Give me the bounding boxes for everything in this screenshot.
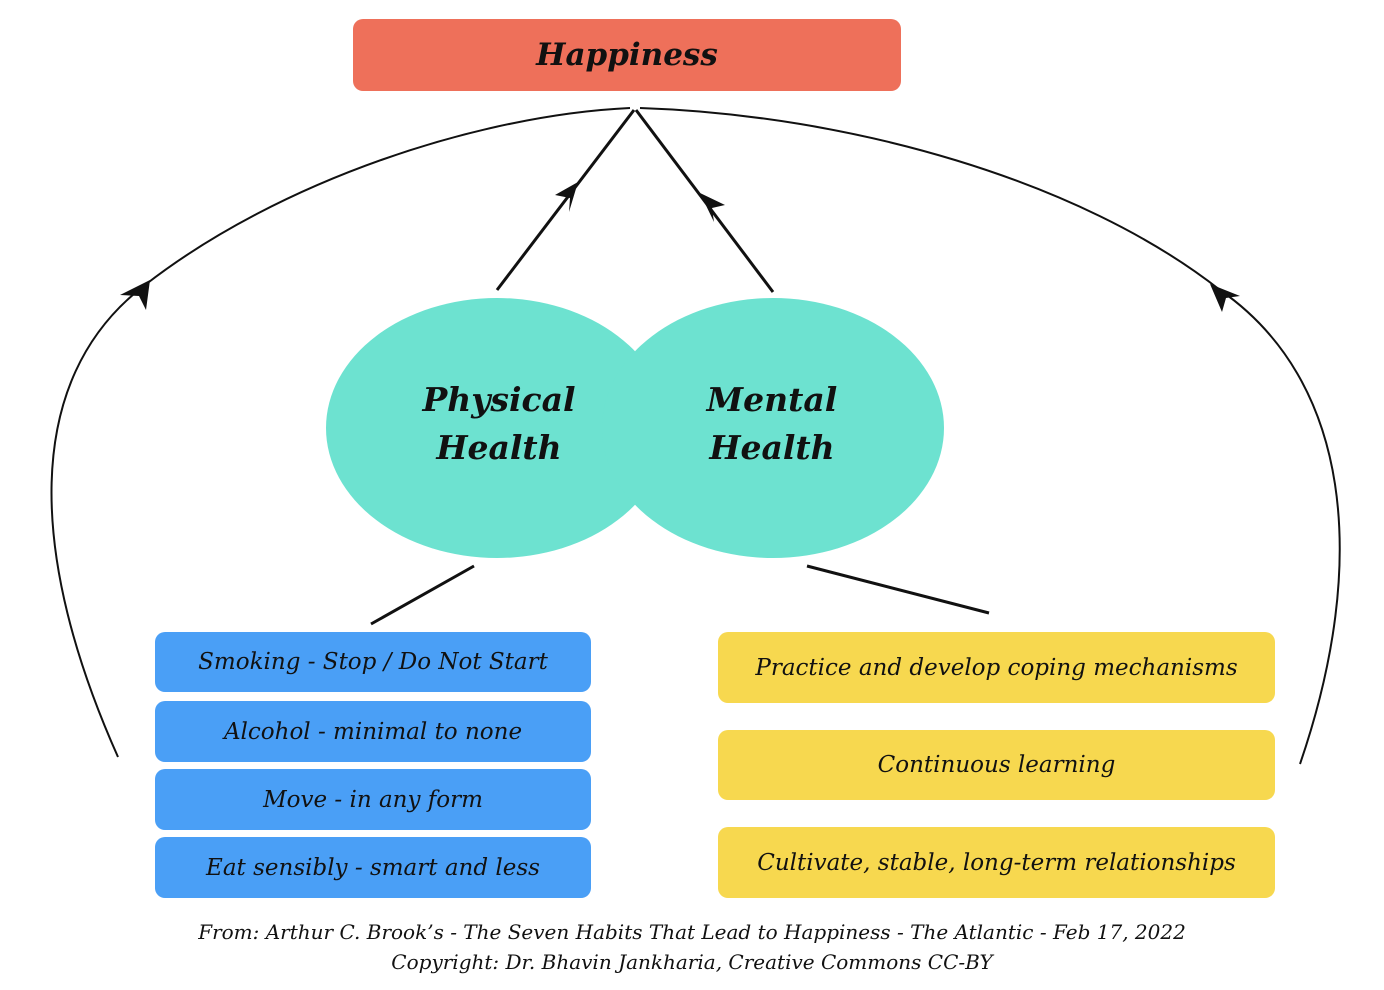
physical-habit-box: Smoking - Stop / Do Not Start [155, 632, 591, 692]
physical-health-line1: Physical [422, 380, 576, 419]
mental-habit-label: Practice and develop coping mechanisms [755, 654, 1238, 681]
arrowhead-left [120, 280, 150, 310]
mental-habit-box: Practice and develop coping mechanisms [718, 632, 1275, 703]
mental-health-line2: Health [709, 428, 835, 467]
mental-health-line1: Mental [706, 380, 838, 419]
happiness-label: Happiness [536, 37, 718, 73]
physical-to-happiness-line [495, 109, 636, 291]
mental-habit-label: Continuous learning [877, 752, 1116, 778]
copyright-notice: Copyright: Dr. Bhavin Jankharia, Creativ… [391, 950, 993, 974]
arrowhead-right [1210, 284, 1240, 312]
happiness-box: Happiness [353, 19, 901, 91]
physical-to-habits-line [370, 564, 475, 626]
physical-health-line2: Health [436, 428, 562, 467]
physical-health-label: Physical Health [399, 376, 599, 472]
mental-habit-label: Cultivate, stable, long-term relationshi… [757, 849, 1236, 876]
mental-habit-box: Continuous learning [718, 730, 1275, 800]
physical-habit-label: Move - in any form [263, 786, 483, 813]
mental-health-label: Mental Health [672, 376, 872, 472]
mental-to-habits-line [806, 564, 990, 615]
mental-health-circle [602, 298, 944, 558]
mental-habit-box: Cultivate, stable, long-term relationshi… [718, 827, 1275, 898]
physical-habit-label: Smoking - Stop / Do Not Start [198, 649, 548, 675]
physical-habit-box: Alcohol - minimal to none [155, 701, 591, 762]
physical-habit-label: Eat sensibly - smart and less [206, 854, 540, 881]
physical-habit-box: Move - in any form [155, 769, 591, 830]
arrowhead-mental [700, 193, 725, 222]
arrowhead-physical [555, 182, 578, 212]
physical-habit-box: Eat sensibly - smart and less [155, 837, 591, 898]
source-citation: From: Arthur C. Brook’s - The Seven Habi… [198, 920, 1186, 944]
physical-habit-label: Alcohol - minimal to none [223, 718, 523, 745]
